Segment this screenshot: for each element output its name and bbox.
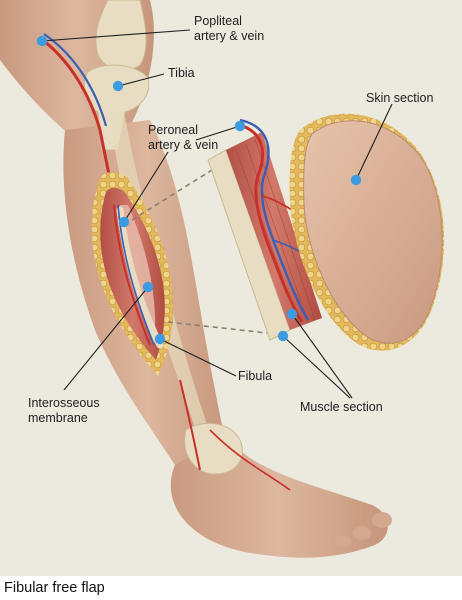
leader-muscle-section-a (291, 313, 353, 399)
callout-markers (36, 35, 362, 345)
flap-peroneal-artery (235, 122, 304, 323)
marker-peroneal-incision (118, 216, 130, 228)
label-popliteal-artery-vein: Popliteal artery & vein (194, 14, 264, 44)
leader-peroneal-flap (195, 125, 241, 141)
leg-vessel (209, 429, 291, 491)
label-skin-section: Skin section (366, 91, 433, 106)
label-line: Peroneal (148, 123, 199, 137)
label-line: Interosseous (28, 396, 100, 410)
marker-tibia (112, 80, 124, 92)
popliteal-vein (43, 33, 108, 127)
label-line: artery & vein (194, 29, 265, 43)
marker-interosseous (142, 281, 154, 293)
leader-interosseous (63, 286, 149, 391)
label-line: Popliteal (194, 14, 242, 28)
label-line: Skin section (366, 91, 434, 105)
marker-muscle-section-b (277, 330, 289, 342)
leg-vessel (179, 379, 201, 471)
leader-tibia (117, 73, 165, 87)
label-fibula: Fibula (238, 369, 272, 384)
leader-popliteal (41, 29, 191, 42)
label-line: Tibia (168, 66, 195, 80)
toe (335, 535, 351, 547)
toe (372, 512, 392, 528)
marker-peroneal-flap (234, 120, 246, 132)
leader-peroneal-incision (123, 151, 169, 223)
flap-peroneal-vein (239, 118, 310, 321)
fibular-flap-illustration (0, 0, 462, 576)
peroneal-vessel-in-incision (113, 204, 151, 346)
marker-popliteal (36, 35, 48, 47)
marker-skin-section (350, 174, 362, 186)
figure-caption: Fibular free flap (4, 580, 105, 596)
label-muscle-section: Muscle section (300, 400, 383, 415)
marker-muscle-section-a (286, 308, 298, 320)
label-line: artery & vein (148, 138, 219, 152)
label-line: Muscle section (300, 400, 383, 414)
flap-muscle-section (226, 132, 322, 330)
leader-lines (41, 29, 393, 399)
dashed-connector (167, 321, 286, 336)
skin-section-surface (303, 120, 443, 344)
label-tibia: Tibia (168, 66, 195, 81)
leader-skin-section (355, 103, 393, 181)
toe (353, 526, 371, 540)
leader-fibula (159, 338, 237, 377)
label-peroneal-artery-vein: Peroneal artery & vein (148, 123, 218, 153)
leader-muscle-section-b (282, 335, 351, 399)
label-line: Fibula (238, 369, 273, 383)
marker-fibula (154, 333, 166, 345)
label-interosseous-membrane: Interosseous membrane (28, 396, 100, 426)
label-line: membrane (28, 411, 88, 425)
